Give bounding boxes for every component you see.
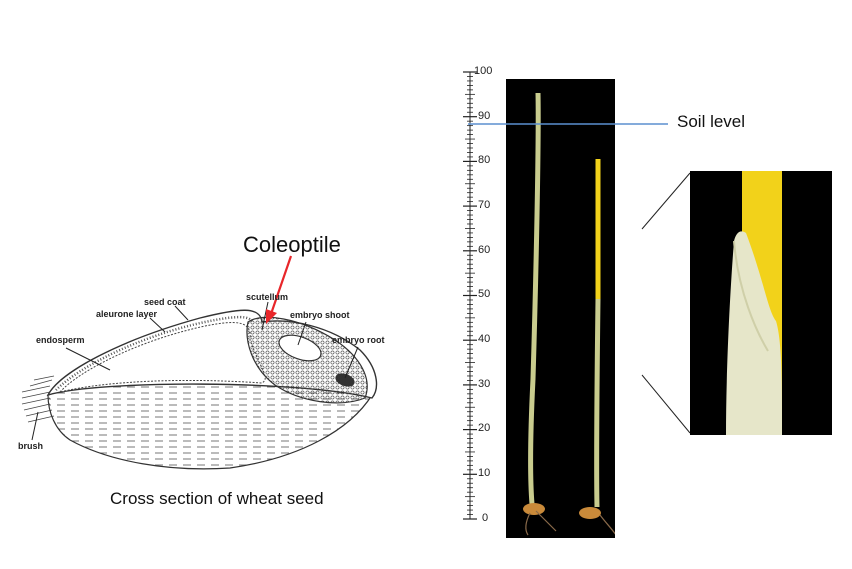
coleoptile-closeup bbox=[690, 171, 832, 435]
diagram-caption: Cross section of wheat seed bbox=[110, 489, 324, 508]
label-brush: brush bbox=[18, 441, 44, 451]
coleoptile-arrow bbox=[269, 255, 293, 315]
zoom-connectors bbox=[641, 172, 691, 434]
ruler bbox=[463, 71, 477, 520]
tick-label-90: 90 bbox=[478, 110, 491, 122]
label-endosperm: endosperm bbox=[36, 335, 85, 345]
tick-label-40: 40 bbox=[478, 333, 491, 345]
tick-label-20: 20 bbox=[478, 422, 491, 434]
wheat-seed-diagram bbox=[21, 255, 378, 470]
tick-label-100: 100 bbox=[474, 65, 493, 77]
label-aleurone-layer: aleurone layer bbox=[96, 309, 158, 319]
tick-label-70: 70 bbox=[478, 199, 491, 211]
tick-label-80: 80 bbox=[478, 154, 491, 166]
label-embryo-shoot: embryo shoot bbox=[290, 310, 350, 320]
coleoptile-title: Coleoptile bbox=[243, 232, 341, 257]
soil-level-line bbox=[468, 123, 668, 125]
tick-label-30: 30 bbox=[478, 378, 491, 390]
seedling-photo bbox=[506, 79, 617, 538]
label-scutellum: scutellum bbox=[246, 292, 289, 302]
tick-label-0: 0 bbox=[482, 512, 489, 524]
tick-label-50: 50 bbox=[478, 288, 491, 300]
label-seed-coat: seed coat bbox=[144, 297, 186, 307]
soil-level-label: Soil level bbox=[677, 112, 746, 131]
coleoptile-closeup-drawing bbox=[726, 171, 782, 435]
tick-label-10: 10 bbox=[478, 467, 491, 479]
brush bbox=[21, 375, 55, 423]
label-embryo-root: embryo root bbox=[332, 335, 385, 345]
seedlings bbox=[523, 92, 617, 536]
tick-label-60: 60 bbox=[478, 244, 491, 256]
